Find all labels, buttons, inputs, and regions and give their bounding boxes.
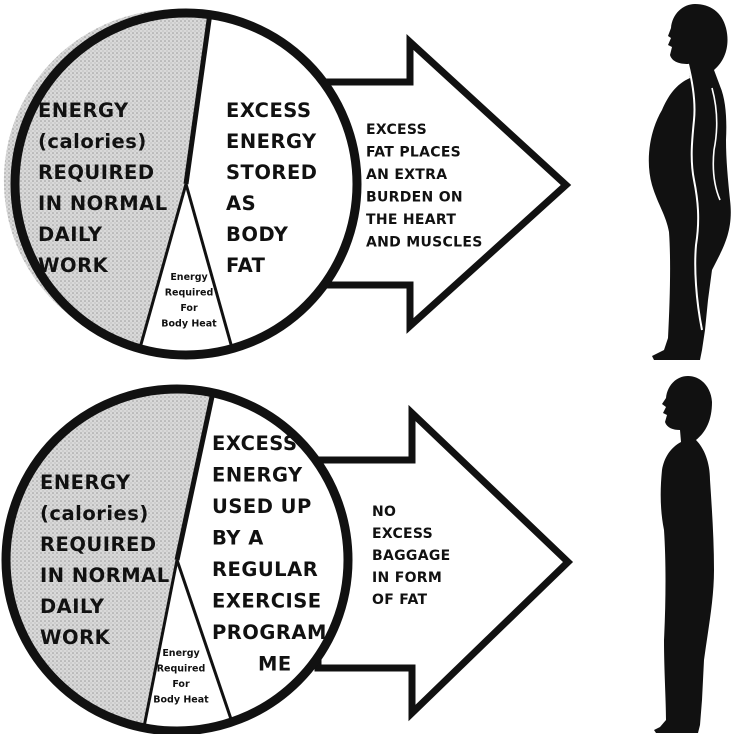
bottom-heat-text-line: Required [157,664,206,675]
bottom-used-text-line: PROGRAM- [212,621,336,644]
bottom-used-text-line: EXCESS [212,432,298,455]
top-stored-text-line: EXCESS [226,99,312,122]
overweight-person-silhouette-icon [649,4,731,360]
bottom-used-text-line: REGULAR [212,558,318,581]
bottom-heat-text-line: Energy [162,648,200,659]
top-required-text-line: ENERGY [38,99,129,122]
top-heat-text-line: Body Heat [161,319,217,330]
top-required-text-line: WORK [38,254,109,277]
top-required-text-line: DAILY [38,223,103,246]
top-heat-text-line: Energy [170,272,208,283]
top-arrow-text-line: AND MUSCLES [366,235,483,251]
top-stored-text-line: AS [226,192,256,215]
bottom-arrow-text-line: OF FAT [372,592,428,608]
bottom-required-text-line: (calories) [40,502,149,525]
top-arrow-text-line: THE HEART [366,212,456,228]
top-required-text-line: IN NORMAL [38,192,168,215]
bottom-required-text-line: ENERGY [40,471,131,494]
bottom-used-text-line: ME [258,653,292,676]
top-stored-text-line: BODY [226,223,289,246]
fit-person-silhouette-icon [654,376,714,733]
top-heat-text-line: For [180,303,198,314]
top-arrow-text-line: AN EXTRA [366,167,447,183]
bottom-used-text-line: ENERGY [212,464,303,487]
bottom-arrow-text-line: EXCESS [372,526,433,542]
bottom-required-text-line: WORK [40,626,111,649]
top-required-text-line: (calories) [38,130,147,153]
top-required-text-line: REQUIRED [38,161,155,184]
bottom-required-text-line: REQUIRED [40,533,157,556]
top-arrow-text-line: FAT PLACES [366,145,461,161]
bottom-heat-text-line: For [172,679,190,690]
bottom-heat-text-line: Body Heat [153,695,209,706]
bottom-required-text-line: IN NORMAL [40,564,170,587]
top-stored-text-line: ENERGY [226,130,317,153]
bottom-required-text-line: DAILY [40,595,105,618]
bottom-arrow-text-line: IN FORM [372,570,442,586]
bottom-used-text-line: EXERCISE [212,590,322,613]
top-stored-text-line: STORED [226,161,317,184]
bottom-used-text-line: BY A [212,527,264,550]
bottom-arrow-text-line: NO [372,504,396,520]
bottom-arrow-text-line: BAGGAGE [372,548,450,564]
top-arrow-text-line: EXCESS [366,122,427,138]
top-heat-text-line: Required [165,288,214,299]
top-stored-text-line: FAT [226,254,266,277]
bottom-used-text-line: USED UP [212,495,312,518]
top-arrow-text-line: BURDEN ON [366,190,463,206]
